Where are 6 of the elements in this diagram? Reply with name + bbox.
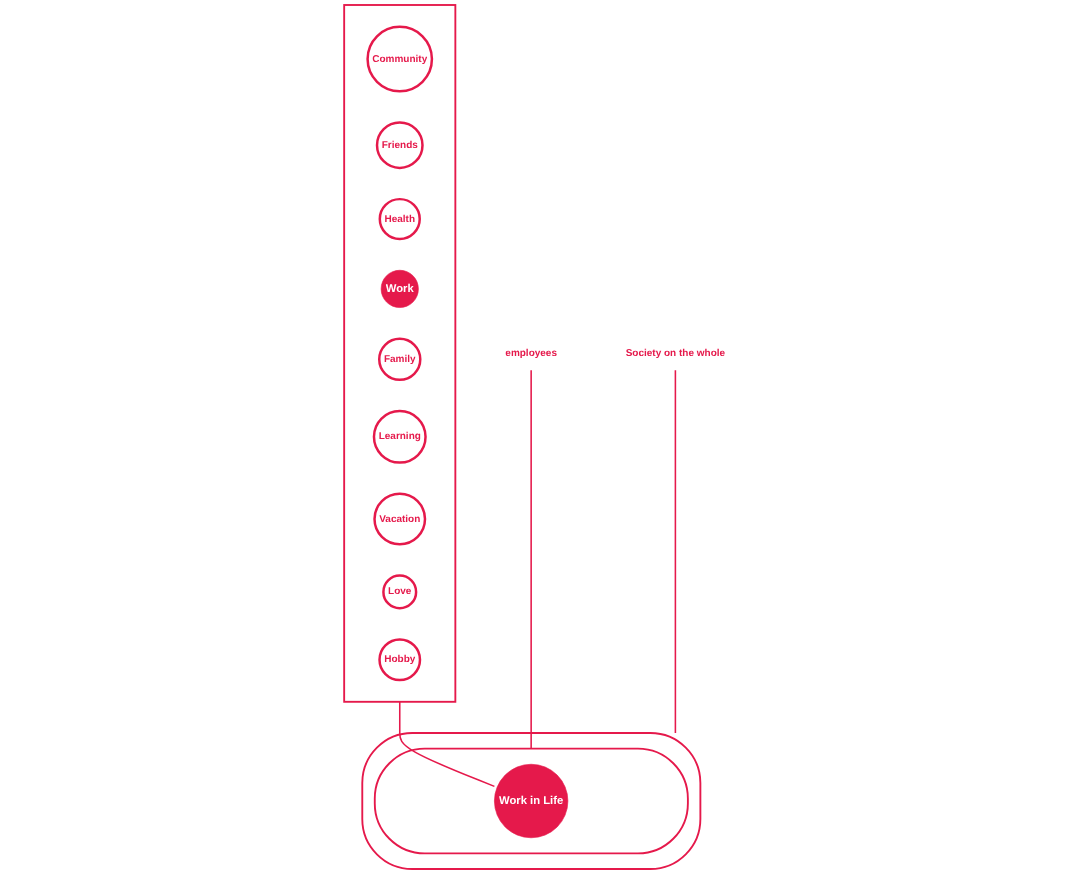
connector — [530, 369, 532, 750]
cluster — [343, 4, 457, 703]
connector — [674, 369, 677, 734]
cluster — [373, 747, 689, 855]
cluster — [361, 732, 702, 870]
connector — [399, 701, 496, 788]
